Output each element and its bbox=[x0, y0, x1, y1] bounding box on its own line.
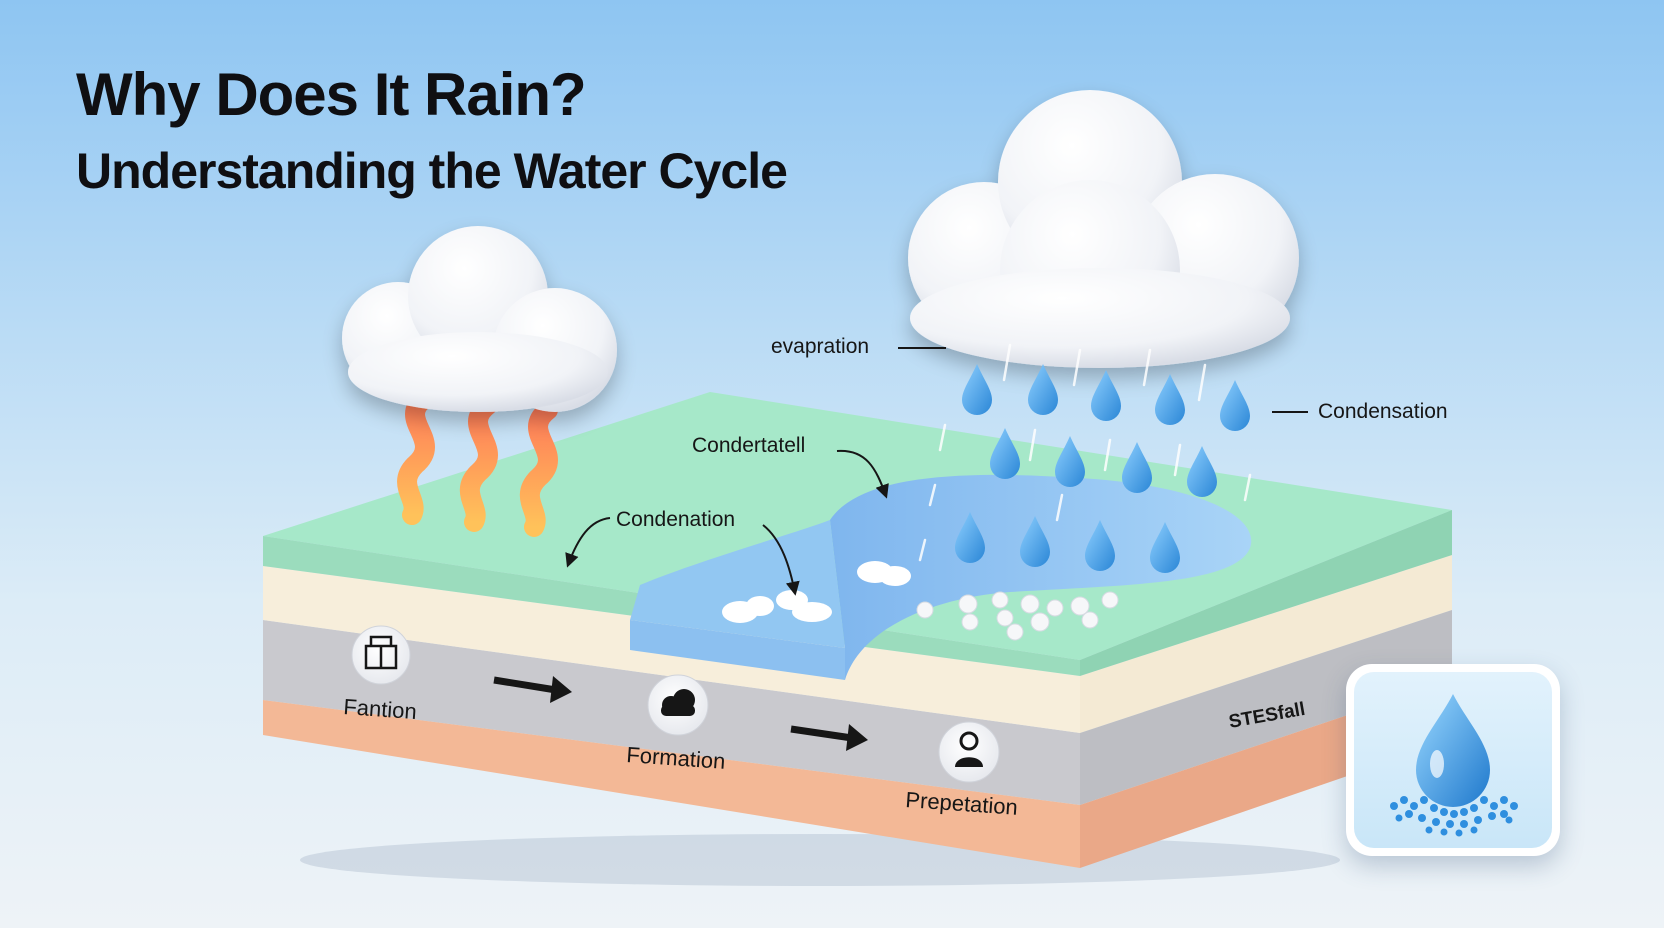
river-surface bbox=[630, 520, 845, 648]
front-soil-layer bbox=[263, 700, 1080, 868]
condensation-label-right: Condensation bbox=[1318, 400, 1448, 423]
condensation-label-middle: Condertatell bbox=[692, 434, 805, 457]
pebbles bbox=[916, 591, 1119, 641]
block-shadow bbox=[300, 834, 1340, 886]
step-3: Prepetation bbox=[905, 721, 1019, 820]
side-rock-layer bbox=[1080, 610, 1452, 805]
step-1: Fantion bbox=[343, 625, 418, 724]
step-arrow-1 bbox=[493, 676, 557, 694]
evaporation-label: evapration bbox=[771, 335, 869, 358]
side-sand-layer bbox=[1080, 555, 1452, 733]
page-subtitle: Understanding the Water Cycle bbox=[76, 143, 788, 199]
left-cloud bbox=[342, 226, 617, 412]
lake bbox=[830, 474, 1252, 680]
terrain-block bbox=[263, 392, 1452, 886]
step-arrow-1-head bbox=[550, 676, 572, 703]
condensation-label-left: Condenation bbox=[616, 508, 735, 531]
rain-streaks bbox=[918, 343, 1252, 562]
grass-side-edge bbox=[1080, 510, 1452, 676]
annotation-lines bbox=[565, 347, 1308, 596]
droplet-shape bbox=[1416, 694, 1490, 807]
condensation-left-arrow-2 bbox=[762, 524, 800, 596]
river-channel bbox=[630, 620, 845, 680]
water-cycle-badge bbox=[1346, 664, 1560, 856]
building-icon bbox=[364, 635, 398, 670]
heat-wave-2 bbox=[459, 395, 498, 532]
badge-background bbox=[1354, 672, 1552, 848]
step-1-label: Fantion bbox=[343, 694, 418, 724]
heat-wave-1 bbox=[397, 388, 435, 525]
raindrops bbox=[955, 364, 1250, 573]
page-title: Why Does It Rain? bbox=[76, 61, 587, 128]
heat-waves bbox=[397, 388, 558, 537]
condensation-left-arrow bbox=[565, 517, 611, 568]
step-3-icon-circle bbox=[938, 721, 1000, 783]
step-arrow-2-head bbox=[846, 724, 868, 751]
droplet-highlight bbox=[1430, 750, 1444, 778]
cloud-icon bbox=[661, 689, 695, 716]
step-arrow-2 bbox=[790, 725, 853, 742]
water-droplet-icon bbox=[1390, 694, 1518, 837]
droplet-beads bbox=[1390, 796, 1518, 837]
condensation-middle-arrow bbox=[836, 449, 889, 499]
mist-puffs bbox=[722, 561, 911, 623]
person-icon bbox=[955, 731, 983, 767]
heat-wave-3 bbox=[519, 400, 558, 537]
rain-cloud bbox=[908, 90, 1299, 368]
